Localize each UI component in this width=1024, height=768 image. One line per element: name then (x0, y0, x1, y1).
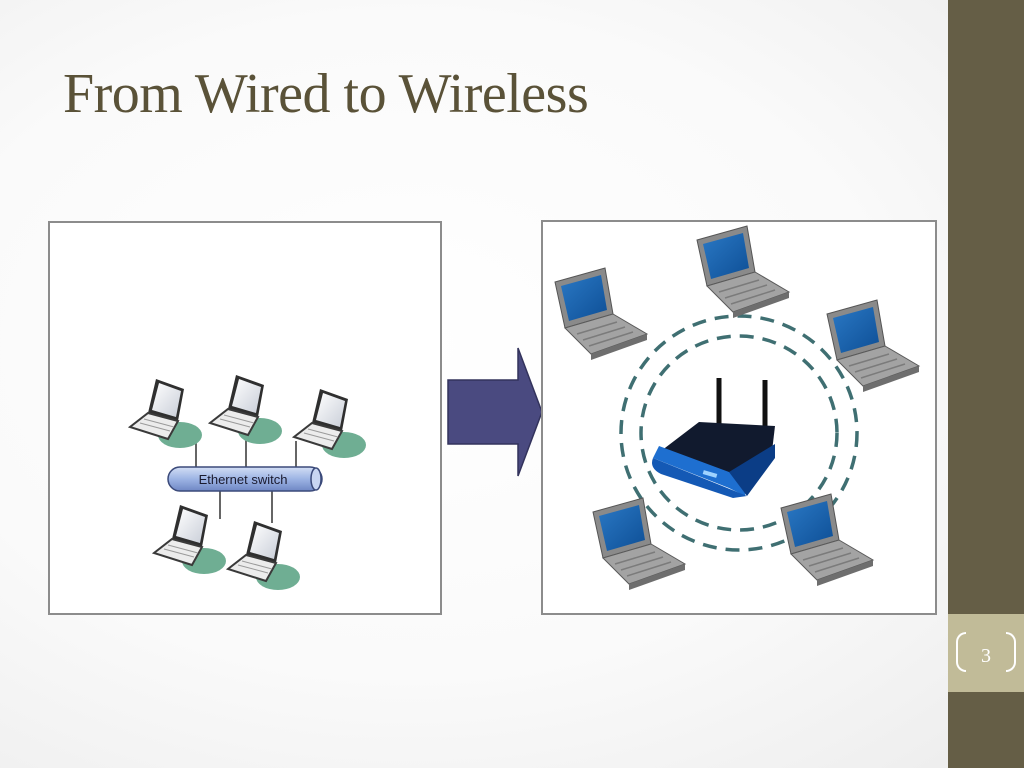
slide-title: From Wired to Wireless (63, 63, 589, 125)
wireless-router-icon (652, 378, 775, 498)
laptop-icon (780, 493, 874, 587)
laptop-icon (554, 267, 648, 361)
laptop-icon (826, 299, 920, 393)
transition-arrow (447, 347, 543, 477)
wired-network-panel: Ethernet switch (48, 221, 442, 615)
page-number-tab: 3 (948, 614, 1024, 692)
laptop-icon (227, 520, 301, 591)
wireless-network-panel (541, 220, 937, 615)
wireless-signal-rings (619, 314, 859, 552)
laptop-icon (592, 497, 686, 591)
left-brace-icon (956, 632, 966, 672)
laptop-icon (153, 504, 227, 575)
laptop-icon (129, 378, 203, 449)
page-number: 3 (981, 645, 991, 667)
ethernet-switch-label: Ethernet switch (199, 472, 288, 487)
wireless-network-diagram (554, 225, 920, 591)
ethernet-switch: Ethernet switch (167, 466, 323, 492)
wired-network-diagram: Ethernet switch (129, 374, 367, 591)
laptop-icon (696, 225, 790, 319)
laptop-icon (209, 374, 283, 445)
ethernet-cables (195, 437, 297, 523)
laptop-icon (293, 388, 367, 459)
